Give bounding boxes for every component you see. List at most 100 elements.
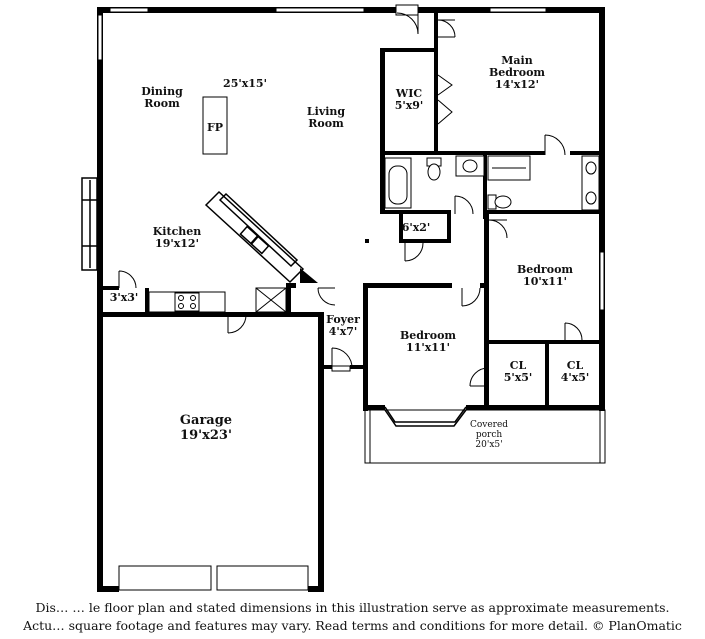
wall-bed3-bottom-left	[363, 405, 385, 410]
door-bedroom-2	[461, 287, 481, 307]
covered-porch	[364, 409, 606, 464]
wall-bed2-bottom	[484, 340, 605, 344]
room-dims: 19'x12'	[155, 237, 199, 250]
room-name: Bedroom	[516, 263, 574, 276]
door-foyer-closet	[317, 287, 336, 306]
room-label-bedroom-2: Bedroom 10'x11'	[517, 264, 573, 288]
wall-pantry-top	[97, 286, 119, 290]
window-top-right	[489, 7, 547, 13]
wall-wic-right	[434, 13, 438, 153]
room-label-garage: Garage 19'x23'	[180, 413, 232, 443]
fireplace	[202, 96, 228, 155]
door-bath	[544, 134, 566, 156]
room-label-porch: Covered porch 20'x5'	[470, 420, 508, 450]
window-right-bed2	[599, 251, 605, 311]
room-dims: 4'x7'	[328, 325, 358, 338]
wall-bath2-bottom	[486, 210, 605, 214]
wall-bed3-left	[363, 283, 368, 411]
wall-kitchen-corner	[300, 268, 318, 283]
wall-garage-top	[97, 312, 324, 317]
door-hall-bath	[454, 195, 474, 215]
window-top-left	[109, 7, 149, 13]
window-left-top	[97, 14, 103, 61]
room-name: Garage	[179, 413, 233, 428]
wall-garage-left	[97, 290, 103, 592]
door-closet-6x2	[404, 242, 424, 262]
wall-foyer-left	[286, 283, 291, 313]
room-dims: 20'x5'	[475, 440, 503, 450]
room-dims-living-dining: 25'x15'	[223, 78, 267, 90]
room-dims: 4'x5'	[560, 371, 590, 384]
room-dims: 3'x3'	[109, 291, 139, 304]
room-name: Living Room	[306, 105, 346, 130]
room-label-closet-6x2: 6'x2'	[402, 222, 431, 234]
room-name: WIC	[395, 87, 423, 100]
wall-bed3-bottom-right	[466, 405, 488, 410]
wall-bath-top-right	[570, 151, 605, 155]
room-name: CL	[566, 359, 584, 372]
wall-right	[599, 7, 605, 411]
room-name: Bedroom	[399, 329, 457, 342]
wall-garage-right	[318, 315, 324, 592]
room-name: Covered porch	[469, 420, 509, 440]
room-dims: 10'x11'	[523, 275, 567, 288]
room-label-closet-3x3: 3'x3'	[110, 292, 139, 304]
wall-foyer-bottom-right	[350, 365, 368, 369]
room-name: CL	[509, 359, 527, 372]
room-label-kitchen: Kitchen 19'x12'	[153, 226, 202, 250]
wall-bath-bottom	[380, 210, 450, 214]
door-bedroom-3	[469, 367, 489, 387]
room-dims: 6'x2'	[401, 221, 431, 234]
wall-foyer-bottom	[324, 365, 332, 369]
fireplace-label: FP	[207, 122, 223, 134]
room-dims: 25'x15'	[223, 77, 267, 90]
window-top-mid	[275, 7, 365, 13]
room-label-cl-2: CL 4'x5'	[561, 360, 590, 384]
door-bath2	[488, 219, 508, 239]
room-dims: 19'x23'	[180, 428, 232, 443]
wall-closet-left	[399, 214, 403, 242]
room-dims: 5'x5'	[503, 371, 533, 384]
wall-kitchen-stub	[365, 239, 369, 243]
disclaimer-line-2: Actu… square footage and features may va…	[23, 618, 682, 633]
wall-garage-bottom-right	[308, 586, 324, 592]
door-pantry	[118, 270, 137, 289]
room-label-foyer: Foyer 4'x7'	[326, 314, 360, 338]
room-label-bedroom-3: Bedroom 11'x11'	[400, 330, 456, 354]
stove	[174, 292, 200, 312]
door-main-bedroom	[437, 19, 456, 38]
wall-wic-top	[380, 48, 438, 52]
disclaimer: Dis… … le floor plan and stated dimensio…	[0, 599, 705, 635]
room-name: Kitchen	[152, 225, 202, 238]
room-name: Dining Room	[141, 85, 183, 110]
wall-wic-left	[380, 48, 385, 213]
wall-pantry-right	[145, 288, 149, 315]
wall-bath-mid	[483, 151, 487, 219]
wall-garage-bottom-left	[97, 586, 119, 592]
door-wic	[437, 74, 453, 125]
wall-bed3-top2	[480, 283, 488, 288]
kitchen-island	[204, 190, 305, 284]
wall-bed2-left	[484, 214, 489, 406]
disclaimer-line-1: Dis… … le floor plan and stated dimensio…	[35, 600, 670, 615]
wall-closet-right	[447, 210, 451, 243]
room-label-main-bedroom: Main Bedroom 14'x12'	[489, 55, 545, 91]
floor-plan	[81, 4, 606, 592]
bay-window-bottom	[384, 406, 467, 423]
wall-bottom-right	[484, 405, 605, 410]
room-label-cl-1: CL 5'x5'	[504, 360, 533, 384]
wall-closet-bottom	[399, 239, 451, 243]
room-dims: 14'x12'	[495, 78, 539, 91]
door-cl-4x5	[564, 322, 583, 341]
room-name: Foyer	[326, 313, 360, 326]
room-dims: 11'x11'	[406, 341, 450, 354]
wall-bed3-top	[364, 283, 452, 288]
window-garage-1	[118, 565, 212, 591]
room-dims: 5'x9'	[394, 99, 424, 112]
room-name: Main Bedroom	[488, 54, 546, 79]
fireplace-text: FP	[206, 121, 224, 134]
wall-bath-top	[380, 151, 545, 155]
door-garage	[227, 314, 247, 334]
room-label-wic: WIC 5'x9'	[395, 88, 424, 112]
room-label-living: Living Room	[307, 106, 345, 130]
